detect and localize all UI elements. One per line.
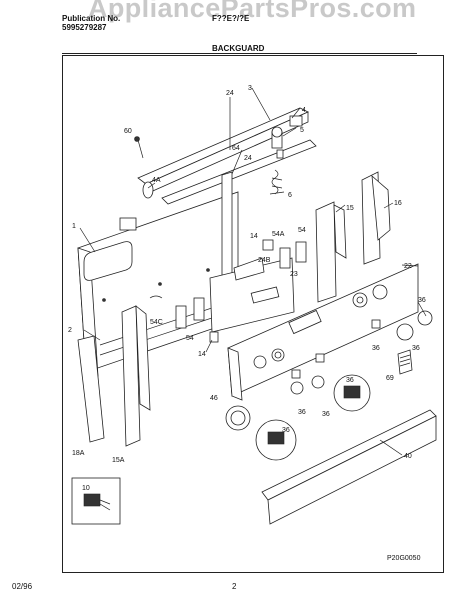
spring-part (397, 349, 413, 375)
callout-16: 16 (394, 200, 402, 207)
publication-number: 5995279287 (62, 23, 107, 32)
clip-parts (271, 115, 303, 159)
top-trim-part (137, 107, 309, 199)
wire-harness-part (269, 169, 285, 195)
switch-parts (175, 239, 307, 343)
footer-date: 02/96 (12, 582, 33, 591)
callout-22: 24 (244, 155, 252, 162)
back-panel-part (77, 191, 239, 377)
callout-24b: 36 (282, 427, 290, 434)
callout-19: 22 (404, 263, 412, 270)
callout-36: 36 (412, 345, 420, 352)
diagram-code: P20G0050 (387, 555, 421, 562)
callout-10: 10 (82, 485, 90, 492)
header-rule (62, 53, 417, 54)
section-title: BACKGUARD (212, 44, 265, 53)
control-panel-part (227, 263, 419, 401)
callout-21: 24 (226, 90, 234, 97)
callout-6: 6 (288, 192, 292, 199)
side-brackets (315, 171, 391, 303)
callout-46: 46 (210, 395, 218, 402)
callout-40: 40 (404, 453, 412, 460)
callout-4a: 4A (152, 177, 161, 184)
screw-part (134, 136, 144, 159)
publication-label: Publication No. (62, 14, 121, 23)
callout-64: 64 (232, 145, 240, 152)
callout-36: 36 (322, 411, 330, 418)
callout-60: 60 (124, 128, 132, 135)
knob-parts (225, 310, 433, 431)
callout-15: 15 (346, 205, 354, 212)
callout-14: 14 (250, 233, 258, 240)
clock-display-part (209, 257, 295, 333)
callout-5: 5 (300, 127, 304, 134)
callout-23: 24B (258, 257, 271, 264)
callout-2: 2 (68, 327, 72, 334)
callout-36: 36 (418, 297, 426, 304)
callout-69: 69 (386, 375, 394, 382)
side-strut-part (121, 305, 151, 447)
callout-14: 14 (198, 351, 206, 358)
callout-20: 23 (290, 271, 298, 278)
inset-detail (71, 477, 121, 525)
callout-15a: 15A (112, 457, 125, 464)
lower-panel-part (261, 409, 437, 525)
page-number: 2 (232, 582, 237, 591)
callout-18a: 18A (72, 450, 85, 457)
callout-54: 54 (298, 227, 306, 234)
leader-lines (79, 87, 427, 456)
model-number: F??E?/?E (212, 14, 250, 23)
callout-4: 4 (302, 107, 306, 114)
callout-54a: 54A (272, 231, 285, 238)
callout-3: 3 (248, 85, 252, 92)
diagram-frame (62, 55, 444, 573)
callout-1: 1 (72, 223, 76, 230)
callout-54: 54 (186, 335, 194, 342)
side-trim-part (77, 335, 105, 443)
callout-24: 36 (372, 345, 380, 352)
callout-54c: 54C (150, 319, 163, 326)
callout-36: 36 (298, 409, 306, 416)
callout-24: 36 (346, 377, 354, 384)
rocker-switch-parts (255, 319, 381, 461)
